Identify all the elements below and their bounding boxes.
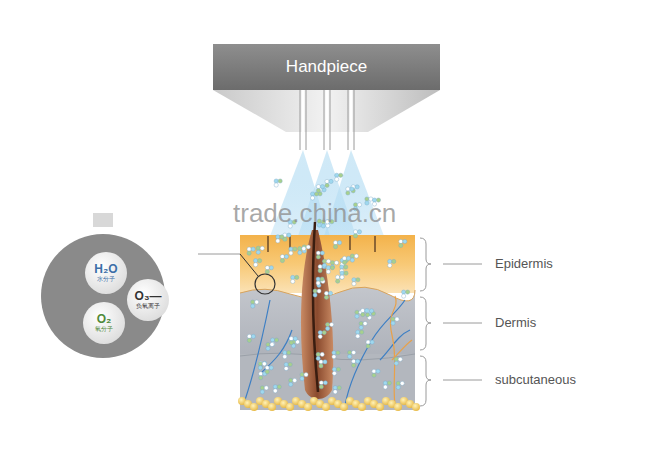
node-subtitle: 氧分子 [95, 326, 113, 333]
leader-line [240, 254, 258, 276]
fat-cells [238, 397, 420, 411]
handpiece-box: Handpiece [213, 44, 440, 90]
node-title: Handpiece [286, 58, 367, 77]
molecule-circle: O₃—负氧离子 [127, 279, 169, 321]
watermark: trade.china.cn [233, 198, 396, 229]
hair-shaft [313, 222, 318, 392]
molecule-circle: H₂O水分子 [85, 252, 127, 294]
node-subtitle: 水分子 [97, 276, 115, 283]
leader-line [198, 254, 240, 255]
layer-label: subcutaneous [495, 372, 576, 387]
callout-tab [93, 213, 113, 227]
brackets [420, 238, 482, 406]
layer-label: Dermis [495, 315, 536, 330]
molecule-circle: O₂氧分子 [83, 302, 125, 344]
node-subtitle: 负氧离子 [136, 303, 160, 310]
callout-circle [41, 234, 165, 358]
pores [268, 236, 375, 252]
molecule-balls [83, 252, 169, 344]
layer-label: Epidermis [495, 256, 553, 271]
nozzle-edges [300, 90, 354, 150]
nerves [390, 296, 412, 405]
magnify-circle [255, 274, 275, 294]
node-title: O₂ [97, 313, 112, 326]
node-title: O₃— [135, 290, 162, 303]
nozzles [303, 90, 351, 150]
node-title: H₂O [94, 263, 117, 276]
